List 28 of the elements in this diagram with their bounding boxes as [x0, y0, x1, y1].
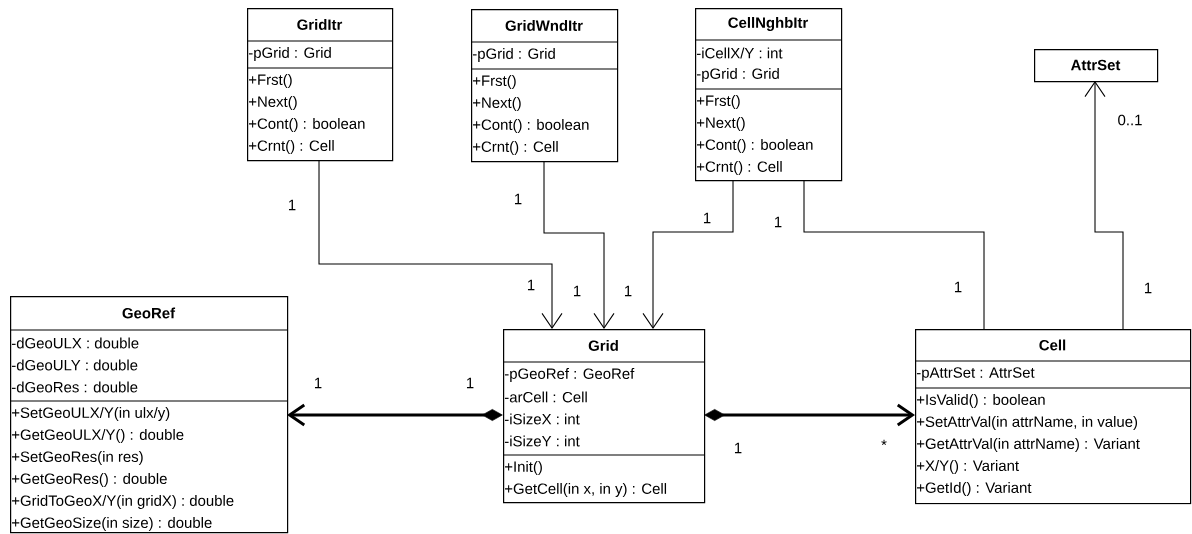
association-line	[287, 403, 503, 427]
multiplicity-label: 1	[315, 377, 322, 389]
multiplicity-label: 1	[574, 285, 581, 297]
multiplicity-label: 1	[704, 212, 711, 224]
multiplicity-label: 1	[625, 285, 632, 297]
class-box: GridItr -pGrid : Grid +Frst() +Next() +Cont() : boolean +Crnt() : Cell	[246, 8, 394, 162]
class-box: Grid -pGeoRef : GeoRef -arCell : Cell -iSizeX : int -iSizeY : int +Init() +GetCell(in x, in y) : Cell	[502, 329, 706, 504]
class-box: GridWndItr -pGrid : Grid +Frst() +Next() +Cont() : boolean +Crnt() : Cell	[470, 9, 619, 163]
class-box: AttrSet	[1034, 49, 1159, 83]
multiplicity-label: 1	[735, 442, 742, 454]
association-line	[543, 160, 615, 329]
multiplicity-label: 1	[528, 279, 535, 291]
multiplicity-label: 1	[1145, 282, 1152, 294]
multiplicity-label: 1	[515, 193, 522, 205]
class-box: CellNghbItr -iCellX/Y : int -pGrid : Grid +Frst() +Next() +Cont() : boolean +Crnt() : Cell	[694, 8, 843, 182]
association-line	[1084, 81, 1124, 330]
multiplicity-label: 0..1	[1118, 114, 1142, 126]
class-box: Cell -pAttrSet : AttrSet +IsValid() : boolean +SetAttrVal(in attrName, in value) +GetAttrVal(in attrName) : Variant +X/Y() : Variant +GetId() : Variant	[914, 329, 1192, 505]
association-line	[318, 159, 563, 329]
multiplicity-label: 1	[775, 216, 782, 228]
multiplicity-label: *	[881, 439, 887, 446]
multiplicity-label: 1	[955, 281, 962, 293]
association-line	[803, 179, 985, 330]
multiplicity-label: 1	[289, 199, 296, 211]
class-box: GeoRef -dGeoULX : double -dGeoULY : double -dGeoRes : double +SetGeoULX/Y(in ulx/y) +GetGeoULX/Y() : double +SetGeoRes(in res) +GetGeoRes() : double +GridToGeoX/Y(in gridX) : double +GetGeoSize(in size) : double	[9, 296, 289, 534]
association-line	[704, 403, 915, 427]
multiplicity-label: 1	[467, 377, 474, 389]
association-line	[642, 179, 734, 329]
